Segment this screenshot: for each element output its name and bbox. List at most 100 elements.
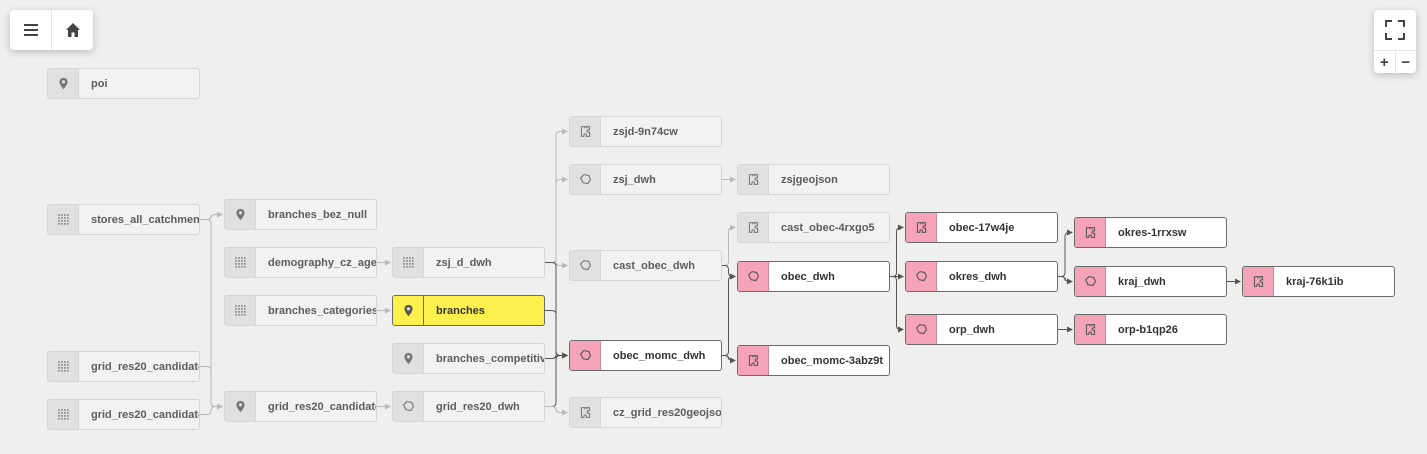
polygon-icon — [906, 262, 937, 291]
node-label: obec_dwh — [781, 270, 835, 283]
zoom-out-button[interactable]: − — [1394, 51, 1417, 73]
node-branches[interactable]: branches — [392, 295, 545, 326]
edge-okres-dwh-to-kraj-dwh — [1058, 276, 1073, 285]
menu-button[interactable] — [10, 10, 51, 50]
node-branches-categories[interactable]: branches_categories_ — [224, 295, 377, 326]
puzzle-icon — [570, 398, 601, 427]
map-pin-icon — [48, 69, 79, 98]
node-demography[interactable]: demography_cz_age_ — [224, 247, 377, 278]
node-label: branches — [436, 304, 485, 317]
puzzle-icon — [1075, 315, 1106, 344]
node-grid-cand-2[interactable]: grid_res20_candidate — [47, 399, 200, 430]
puzzle-icon — [1075, 218, 1106, 247]
edge-branches-competitive-to-obec-momc-dwh — [545, 352, 568, 360]
node-zsj-dwh[interactable]: zsj_dwh — [569, 164, 722, 195]
node-zsjd-9n74cw[interactable]: zsjd-9n74cw — [569, 116, 722, 147]
node-cast-obec-4rxgo5[interactable]: cast_obec-4rxgo5 — [737, 212, 890, 243]
edge-zsj-d-dwh-to-zsj-dwh — [545, 176, 568, 263]
zoom-in-button[interactable]: + — [1379, 53, 1389, 71]
node-orp-dwh[interactable]: orp_dwh — [905, 314, 1058, 345]
node-label: zsj_dwh — [613, 173, 656, 186]
node-label: stores_all_catchment — [91, 213, 199, 226]
node-stores-all-catchment[interactable]: stores_all_catchment — [47, 204, 200, 235]
node-obec-17w4je[interactable]: obec-17w4je — [905, 212, 1058, 243]
node-branches-bez-null[interactable]: branches_bez_null — [224, 199, 377, 230]
node-label: branches_bez_null — [268, 208, 368, 221]
polygon-icon — [906, 315, 937, 344]
node-label: grid_res20_dwh — [436, 400, 520, 413]
map-pin-icon — [393, 296, 424, 325]
grid-dots-icon — [225, 248, 256, 277]
edge-obec-dwh-to-orp-dwh — [890, 276, 904, 333]
node-orp-b1qp26[interactable]: orp-b1qp26 — [1074, 314, 1227, 345]
node-obec-momc-dwh[interactable]: obec_momc_dwh — [569, 340, 722, 371]
node-label: poi — [91, 77, 108, 90]
map-pin-icon — [225, 200, 256, 229]
polygon-icon — [570, 251, 601, 280]
graph-toolbar — [10, 10, 93, 50]
node-grid-cand-1[interactable]: grid_res20_candidate — [47, 351, 200, 382]
edge-grid-res20-dwh-to-obec-momc-dwh — [545, 352, 568, 407]
node-label: kraj-76k1ib — [1286, 275, 1344, 288]
node-cast-obec-dwh[interactable]: cast_obec_dwh — [569, 250, 722, 281]
node-label: zsjgeojson — [781, 173, 838, 186]
map-pin-icon — [393, 344, 424, 373]
node-cz-grid[interactable]: cz_grid_res20geojsor — [569, 397, 722, 428]
node-label: cast_obec-4rxgo5 — [781, 221, 875, 234]
edge-grid-res20-dwh-to-cz-grid — [545, 406, 568, 416]
edge-grid-cand-2-to-grid-cand-3 — [200, 403, 223, 415]
node-kraj-dwh[interactable]: kraj_dwh — [1074, 266, 1227, 297]
node-label: cast_obec_dwh — [613, 259, 695, 272]
edge-stores-all-catchment-to-grid-cand-3 — [200, 219, 223, 410]
polygon-icon — [1075, 267, 1106, 296]
polygon-icon — [393, 392, 424, 421]
node-label: grid_res20_candidate — [91, 360, 199, 373]
node-grid-cand-3[interactable]: grid_res20_candidate — [224, 391, 377, 422]
node-label: branches_competitive — [436, 352, 544, 365]
home-button[interactable] — [51, 10, 93, 50]
node-label: okres-1rrxsw — [1118, 226, 1187, 239]
edge-grid-cand-1-to-grid-cand-3 — [200, 366, 223, 410]
edge-stores-all-catchment-to-branches-bez-null — [200, 211, 223, 220]
node-kraj-76k1ib[interactable]: kraj-76k1ib — [1242, 266, 1395, 297]
polygon-icon — [570, 341, 601, 370]
fullscreen-icon — [1385, 20, 1405, 40]
grid-dots-icon — [393, 248, 424, 277]
polygon-icon — [738, 262, 769, 291]
node-grid-res20-dwh[interactable]: grid_res20_dwh — [392, 391, 545, 422]
node-okres-dwh[interactable]: okres_dwh — [905, 261, 1058, 292]
puzzle-icon — [738, 346, 769, 375]
fullscreen-button[interactable] — [1374, 10, 1416, 50]
edge-zsj-d-dwh-to-obec-momc-dwh — [545, 262, 568, 359]
node-branches-competitive[interactable]: branches_competitive — [392, 343, 545, 374]
edge-cast-obec-dwh-to-cast-obec-4rxgo5 — [722, 224, 736, 266]
node-poi[interactable]: poi — [47, 68, 200, 99]
node-label: obec-17w4je — [949, 221, 1015, 234]
grid-dots-icon — [48, 352, 79, 381]
puzzle-icon — [738, 165, 769, 194]
map-pin-icon — [225, 392, 256, 421]
node-zsjgeojson[interactable]: zsjgeojson — [737, 164, 890, 195]
node-obec-momc-3abz9t[interactable]: obec_momc-3abz9t — [737, 345, 890, 376]
home-icon — [65, 23, 80, 37]
node-label: grid_res20_candidate — [91, 408, 199, 421]
node-obec-dwh[interactable]: obec_dwh — [737, 261, 890, 292]
node-label: branches_categories_ — [268, 304, 376, 317]
edge-zsj-d-dwh-to-cast-obec-dwh — [545, 261, 568, 269]
grid-dots-icon — [48, 400, 79, 429]
node-label: demography_cz_age_ — [268, 256, 376, 269]
node-zsj-d-dwh[interactable]: zsj_d_dwh — [392, 247, 545, 278]
edge-obec-momc-dwh-to-obec-dwh — [722, 273, 736, 356]
grid-dots-icon — [48, 205, 79, 234]
polygon-icon — [570, 165, 601, 194]
node-label: kraj_dwh — [1118, 275, 1166, 288]
node-label: grid_res20_candidate — [268, 400, 376, 413]
node-label: orp_dwh — [949, 323, 995, 336]
node-okres-1rrxsw[interactable]: okres-1rrxsw — [1074, 217, 1227, 248]
node-label: zsjd-9n74cw — [613, 125, 678, 138]
hamburger-menu-icon — [23, 24, 38, 36]
edge-zsj-d-dwh-to-zsjd-9n74cw — [545, 128, 568, 263]
edge-cast-obec-dwh-to-obec-dwh — [722, 265, 736, 280]
view-controls: + − — [1374, 10, 1416, 73]
node-label: obec_momc_dwh — [613, 349, 706, 362]
